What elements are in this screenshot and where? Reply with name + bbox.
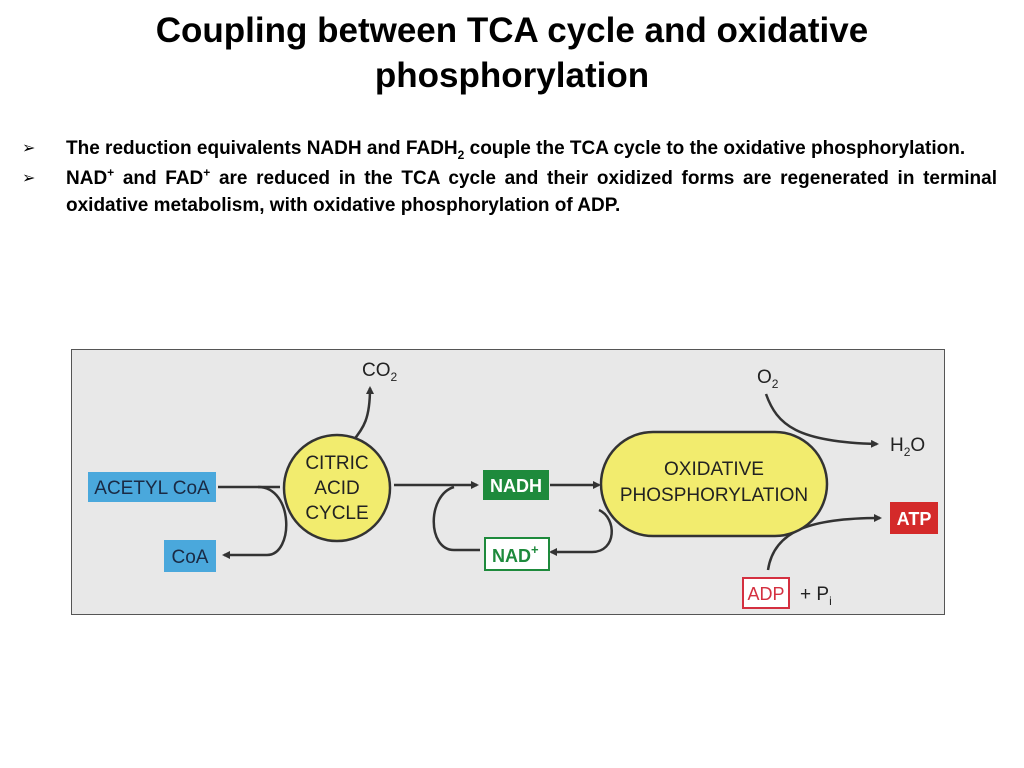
slide-title-line2: phosphorylation (374, 56, 650, 95)
nadh-label: NADH (490, 476, 542, 496)
nad-recycle-arrow (432, 485, 480, 552)
co2-label: CO2 (362, 360, 398, 384)
h2o-sub: 2 (904, 445, 911, 459)
o2-to-h2o-arrow (764, 393, 879, 448)
phosphorylation-label: PHOSPHORYLATION (620, 485, 808, 506)
bullet-1-text-a: The reduction equivalents NADH and FADH (66, 138, 458, 159)
pi-main: + P (800, 584, 829, 605)
co2-main: CO (362, 360, 391, 381)
nad-sup: + (531, 542, 539, 557)
slide-title-line1: Coupling between TCA cycle and oxidative (155, 11, 869, 50)
arrow-bullet-icon: ➢ (22, 170, 36, 187)
cycle-to-co2-arrow (351, 386, 374, 443)
bullet-2-text-a: NAD (66, 168, 108, 189)
oxphos-to-nad-arrow (549, 508, 613, 556)
coa-label: CoA (172, 547, 209, 568)
cycle-to-coa-arrow (222, 485, 288, 559)
acetyl-coa-box (88, 472, 216, 502)
nad-plus-label: NAD+ (492, 542, 539, 566)
bullet-list: ➢ The reduction equivalents NADH and FAD… (22, 135, 997, 222)
citric-label: CITRIC (305, 453, 368, 474)
h2o-label: H2O (890, 435, 925, 459)
co2-sub: 2 (391, 370, 398, 384)
bullet-item-2: ➢ NAD+ and FAD+ are reduced in the TCA c… (22, 165, 997, 219)
pi-sub: i (829, 594, 832, 608)
diagram-svg: ACETYL CoA CoA CO2 CITRIC ACID CYCLE NAD… (88, 360, 938, 609)
bullet-item-1: ➢ The reduction equivalents NADH and FAD… (22, 135, 997, 162)
arrow-bullet-icon: ➢ (22, 140, 36, 157)
nadh-box (483, 470, 549, 500)
slide-title: Coupling between TCA cycle and oxidative… (0, 8, 1024, 98)
acid-label: ACID (314, 478, 359, 499)
pi-label: + Pi (800, 584, 832, 608)
h2o-o: O (910, 435, 925, 456)
coa-box (164, 540, 216, 572)
adp-box (742, 577, 790, 609)
bullet-2-text-b: and FAD (114, 168, 204, 189)
atp-label: ATP (897, 509, 932, 529)
bullet-2-superscript-2: + (203, 165, 211, 180)
adp-label: ADP (747, 584, 784, 604)
bullet-2-superscript-1: + (107, 165, 115, 180)
bullet-2-text-c: are reduced in the TCA cycle and their o… (66, 168, 997, 216)
acetyl-coa-label: ACETYL CoA (94, 478, 210, 499)
o2-label: O2 (757, 367, 779, 391)
h2o-h: H (890, 435, 904, 456)
bullet-1-text-b: couple the TCA cycle to the oxidative ph… (464, 138, 966, 159)
nad-plus-box (484, 537, 550, 571)
citric-acid-cycle-circle (282, 433, 392, 543)
bullet-1-subscript: 2 (457, 147, 465, 162)
o2-sub: 2 (772, 377, 779, 391)
cycle-label: CYCLE (305, 503, 368, 524)
oxidative-phosphorylation-box (599, 430, 829, 538)
atp-box (890, 502, 938, 534)
nad-main: NAD (492, 546, 531, 566)
oxidative-label: OXIDATIVE (664, 459, 764, 480)
o2-main: O (757, 367, 772, 388)
tca-oxphos-diagram: ACETYL CoA CoA CO2 CITRIC ACID CYCLE NAD… (71, 349, 945, 615)
